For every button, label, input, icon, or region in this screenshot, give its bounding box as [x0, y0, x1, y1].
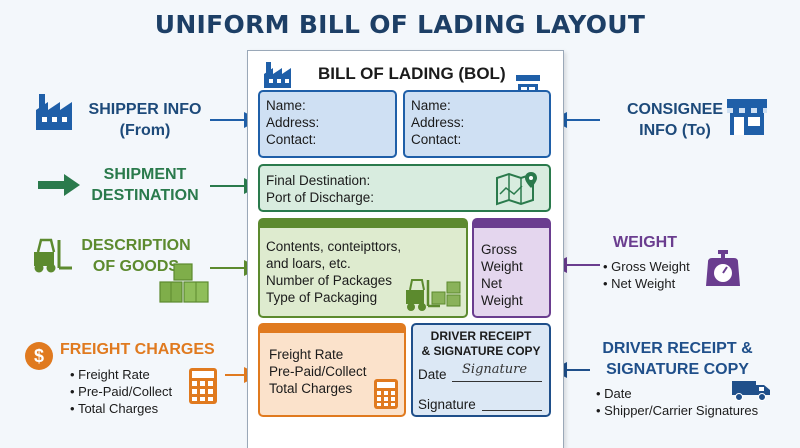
- receipt-box-title: DRIVER RECEIPT & SIGNATURE COPY: [411, 329, 551, 359]
- store-icon: [727, 99, 767, 135]
- destination-box-text: Final Destination: Port of Discharge:: [266, 172, 374, 206]
- dollar-symbol: $: [34, 346, 44, 366]
- consignee-name-label: Name:: [411, 98, 451, 113]
- freight-charges-list: • Freight Rate • Pre-Paid/Collect • Tota…: [70, 366, 172, 417]
- weight-box: [472, 218, 551, 318]
- consignee-info-label: CONSIGNEE INFO (To): [600, 99, 750, 141]
- weight-list: • Gross Weight • Net Weight: [603, 258, 690, 292]
- calculator-icon: [374, 379, 398, 409]
- weight-bullet-2: • Net Weight: [603, 276, 676, 291]
- shipper-contact-label: Contact:: [266, 132, 317, 147]
- shipper-info-title: SHIPPER INFO: [88, 101, 202, 118]
- receipt-title-line1: DRIVER RECEIPT: [430, 329, 532, 343]
- calculator-icon: [189, 368, 217, 404]
- destination-box: [258, 164, 551, 212]
- shipper-info-label: SHIPPER INFO (From): [80, 99, 210, 141]
- dollar-icon: $: [25, 342, 53, 370]
- receipt-bullet-2: • Shipper/Carrier Signatures: [596, 403, 759, 418]
- receipt-signature-label: Signature: [418, 397, 476, 412]
- freight-bullet-3: • Total Charges: [70, 401, 159, 416]
- forklift-icon: [406, 279, 461, 311]
- freight-prepaid-line: Pre-Paid/Collect: [269, 364, 367, 379]
- page-title: UNIFORM BILL OF LADING LAYOUT: [154, 10, 646, 39]
- consignee-address-label: Address:: [411, 115, 465, 130]
- truck-icon: [732, 381, 770, 401]
- receipt-date-label: Date: [418, 367, 447, 382]
- driver-receipt-list: • Date • Shipper/Carrier Signatures: [596, 385, 758, 419]
- port-of-discharge-label: Port of Discharge:: [266, 190, 375, 205]
- shipper-info-subtitle: (From): [119, 122, 171, 139]
- forklift-icon: [34, 238, 72, 273]
- receipt-bullet-1: • Date: [596, 386, 632, 401]
- shipper-box-text: Name: Address: Contact:: [266, 97, 319, 148]
- freight-bullet-1: • Freight Rate: [70, 367, 150, 382]
- weight-net-line1: Net: [481, 276, 503, 291]
- receipt-title-line2: & SIGNATURE COPY: [421, 344, 541, 358]
- goods-box-text: Contents, conteipttors, and loars, etc. …: [266, 238, 401, 306]
- receipt-box: [411, 323, 551, 417]
- receipt-signature-line: [482, 410, 542, 411]
- shipment-destination-line2: DESTINATION: [91, 187, 199, 204]
- map-icon: [496, 172, 537, 206]
- arrow-right-icon: [38, 174, 80, 196]
- consignee-box: [403, 90, 551, 158]
- description-of-goods-label: DESCRIPTION OF GOODS: [76, 235, 196, 277]
- description-goods-line2: OF GOODS: [92, 258, 180, 275]
- freight-charges-label: FREIGHT CHARGES: [60, 341, 215, 358]
- consignee-info-subtitle: INFO (To): [639, 122, 711, 139]
- consignee-box-text: Name: Address: Contact:: [411, 97, 464, 148]
- boxes-icon: [159, 263, 209, 303]
- consignee-info-title: CONSIGNEE: [626, 101, 723, 118]
- weight-bullet-1: • Gross Weight: [603, 259, 690, 274]
- weight-gross-line1: Gross: [481, 242, 518, 257]
- factory-icon: [36, 94, 72, 130]
- driver-receipt-line2: SIGNATURE COPY: [606, 361, 749, 378]
- shipment-destination-line1: SHIPMENT: [103, 166, 187, 183]
- shipment-destination-label: SHIPMENT DESTINATION: [80, 164, 210, 206]
- freight-bullet-2: • Pre-Paid/Collect: [70, 384, 173, 399]
- goods-loads-line: and loars, etc.: [266, 256, 351, 271]
- description-goods-line1: DESCRIPTION: [81, 237, 191, 254]
- document-title: BILL OF LADING (BOL): [318, 64, 506, 83]
- freight-total-line: Total Charges: [269, 381, 353, 396]
- driver-receipt-label: DRIVER RECEIPT & SIGNATURE COPY: [590, 338, 765, 380]
- scale-icon: [706, 250, 740, 286]
- shipper-name-label: Name:: [266, 98, 306, 113]
- freight-rate-line: Freight Rate: [269, 347, 344, 362]
- factory-icon: [264, 62, 291, 88]
- weight-label: WEIGHT: [613, 234, 677, 251]
- receipt-signature-script: Signature: [462, 362, 528, 377]
- goods-packaging-line: Type of Packaging: [266, 290, 378, 305]
- shipper-box: [258, 90, 397, 158]
- goods-contents-line: Contents, conteipttors,: [266, 239, 402, 254]
- receipt-date-line: [452, 381, 542, 382]
- final-destination-label: Final Destination:: [266, 173, 371, 188]
- consignee-contact-label: Contact:: [411, 132, 462, 147]
- goods-packages-line: Number of Packages: [266, 273, 393, 288]
- shipper-address-label: Address:: [266, 115, 320, 130]
- weight-net-line2: Weight: [481, 293, 523, 308]
- weight-box-text: Gross Weight Net Weight: [481, 241, 523, 309]
- freight-box-text: Freight Rate Pre-Paid/Collect Total Char…: [269, 346, 367, 397]
- weight-gross-line2: Weight: [481, 259, 523, 274]
- driver-receipt-line1: DRIVER RECEIPT &: [602, 340, 753, 357]
